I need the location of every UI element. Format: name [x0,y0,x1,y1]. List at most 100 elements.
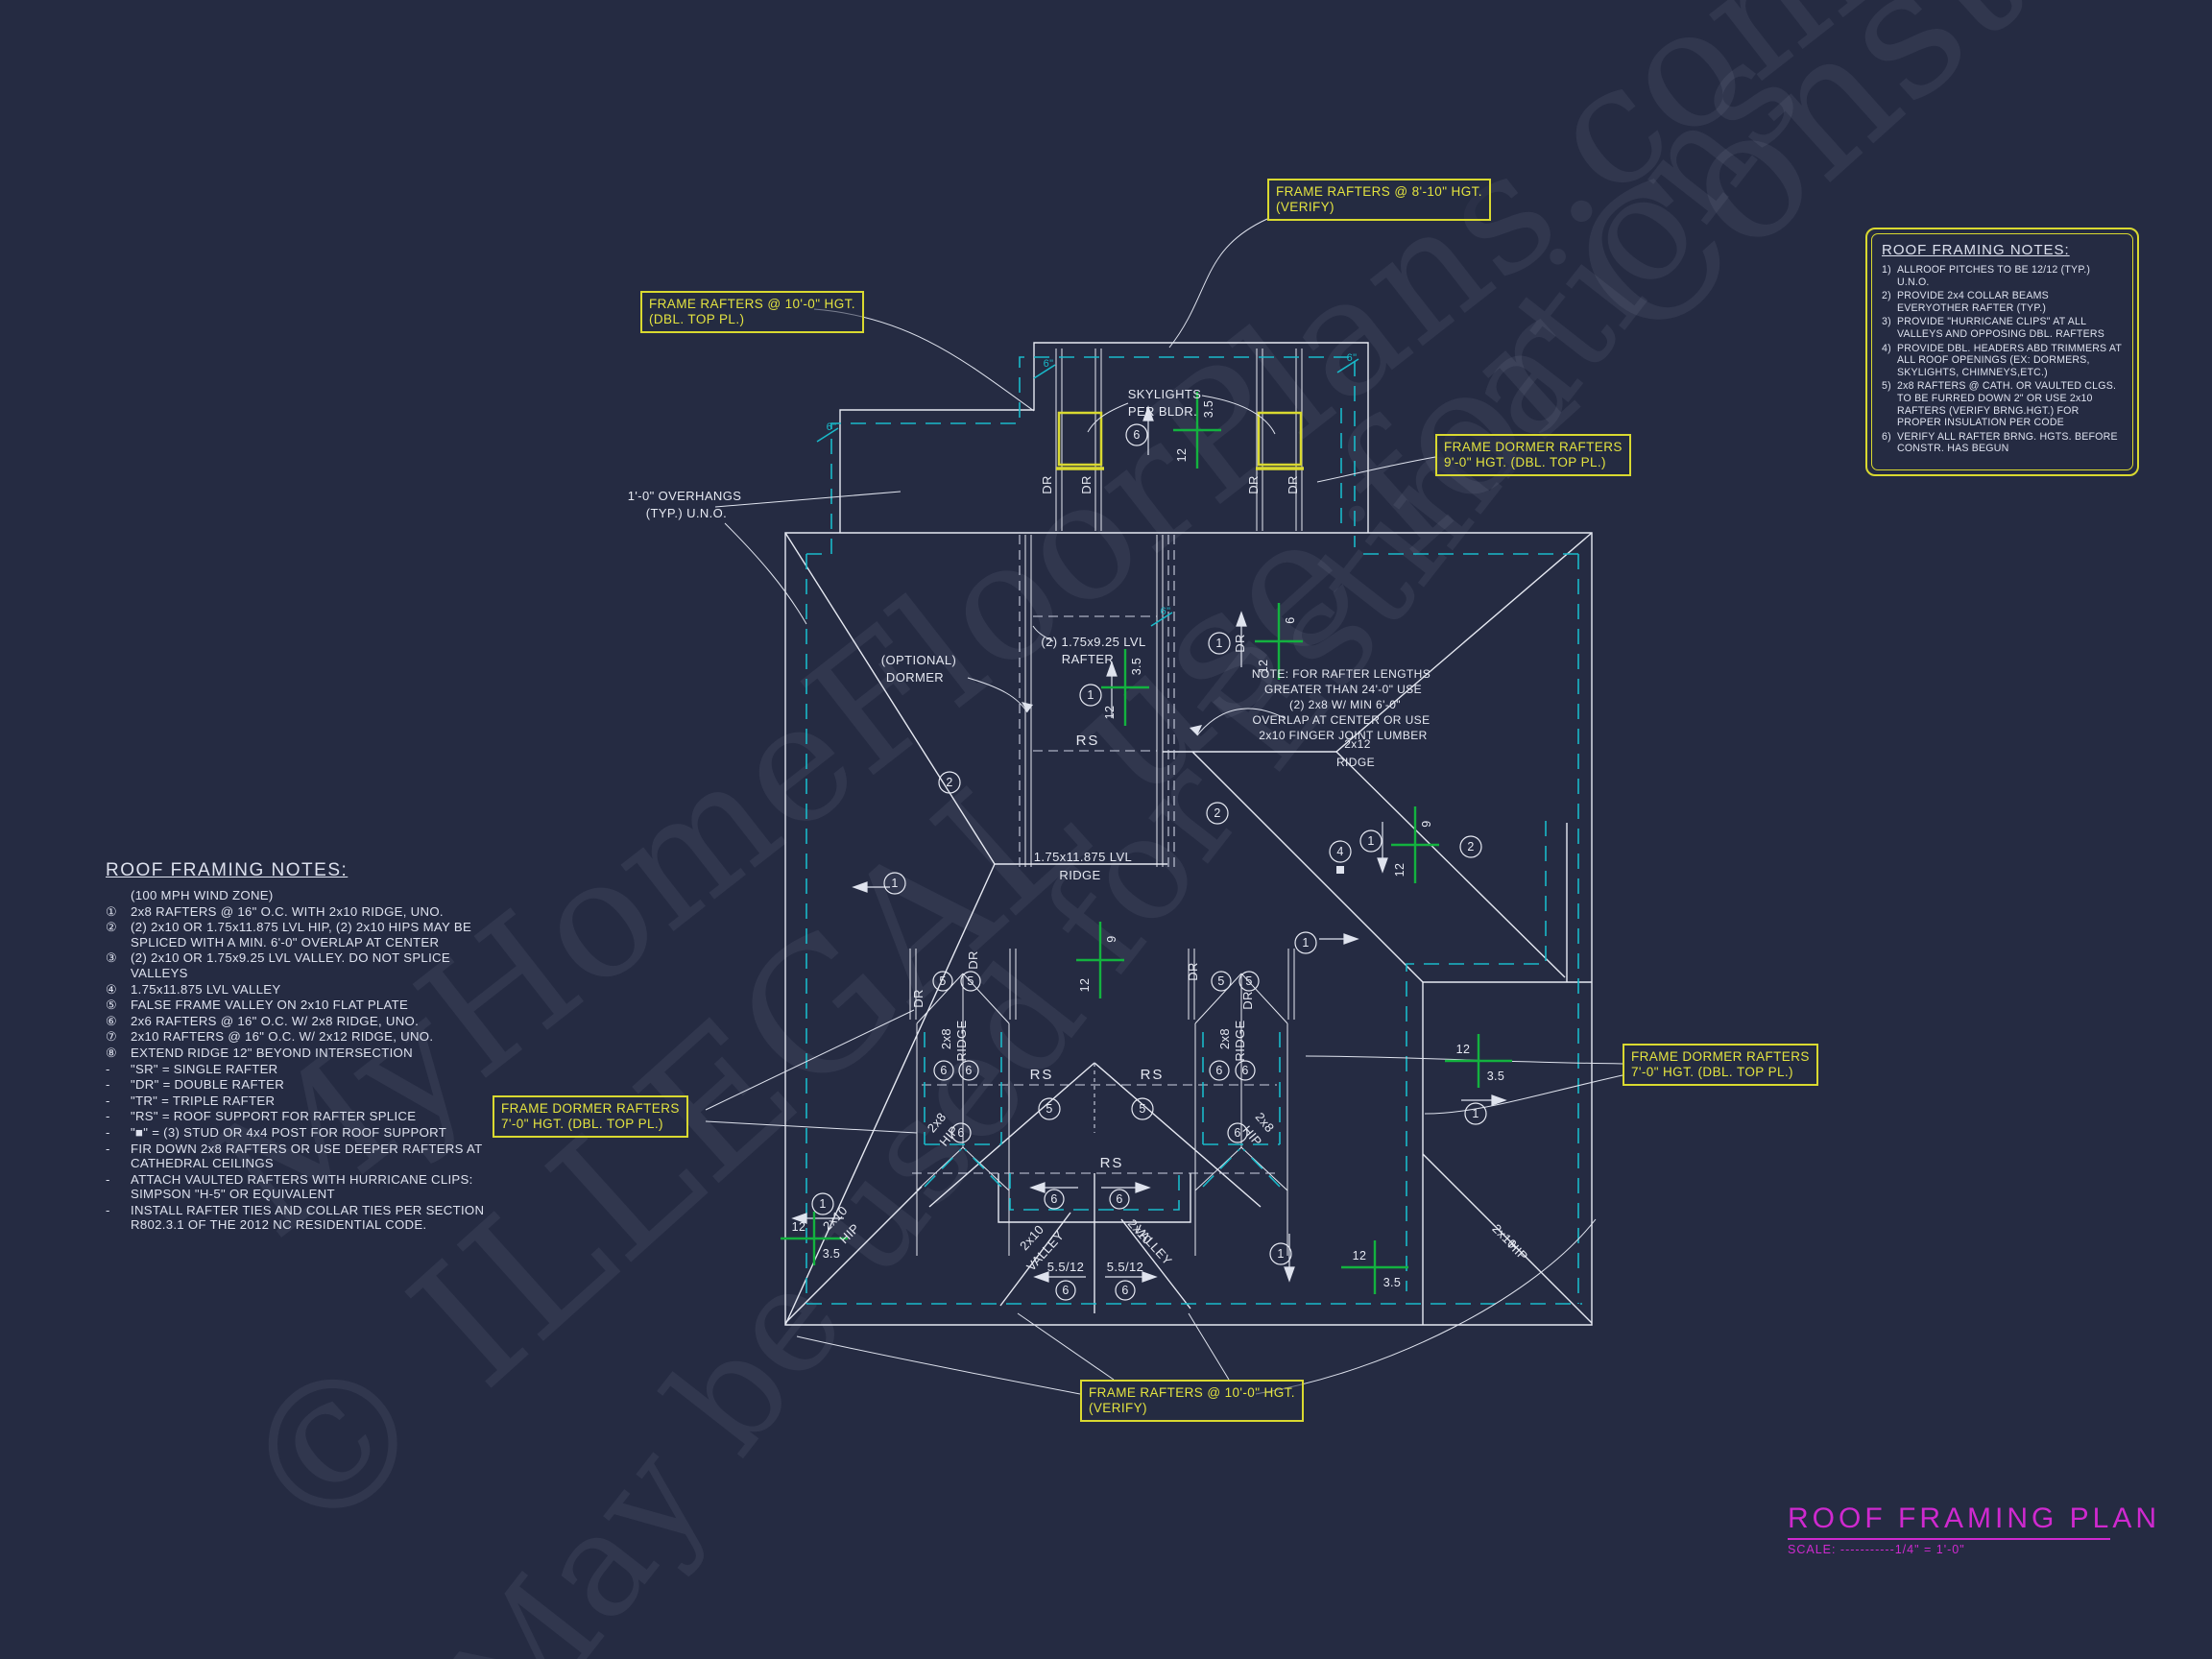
circle-marker: 1 [811,1192,834,1215]
svg-text:12: 12 [1103,706,1117,720]
svg-text:1: 1 [1277,1247,1284,1261]
roof-framing-notes-right: ROOF FRAMING NOTES: 1)ALLROOF PITCHES TO… [1865,228,2139,476]
note-marker: ⑥ [106,1013,118,1028]
notes-right-title: ROOF FRAMING NOTES: [1882,242,2070,258]
circle-marker: 6 [1109,1189,1130,1210]
svg-text:2: 2 [1467,840,1474,854]
svg-text:2: 2 [1214,806,1220,820]
note-marker: ⑦ [106,1029,118,1045]
svg-text:6": 6" [1044,358,1054,370]
svg-text:9: 9 [1420,820,1433,827]
note-item: 6)VERIFY ALL RAFTER BRNG. HGTS. BEFORE C… [1882,431,2123,455]
note-marker: 4) [1882,342,1891,354]
svg-text:3.5: 3.5 [1130,658,1143,676]
circle-marker: 4 [1329,840,1352,863]
svg-text:6: 6 [1050,1192,1057,1206]
svg-text:5: 5 [1245,974,1252,988]
svg-text:5: 5 [1217,974,1224,988]
note-text: "DR" = DOUBLE RAFTER [131,1077,285,1093]
svg-text:PER BLDR.: PER BLDR. [1128,404,1197,419]
notes-left-title: ROOF FRAMING NOTES: [106,860,349,880]
svg-text:12: 12 [1175,448,1189,463]
svg-text:1: 1 [819,1197,826,1211]
svg-text:6: 6 [1234,1126,1240,1140]
svg-text:SKYLIGHTS: SKYLIGHTS [1128,387,1202,401]
note-marker: ⑤ [106,998,118,1013]
svg-text:6: 6 [1062,1284,1069,1297]
note-item: -INSTALL RAFTER TIES AND COLLAR TIES PER… [106,1203,499,1233]
callout-dormer-rafters-9-0: FRAME DORMER RAFTERS 9'-0" HGT. (DBL. TO… [1435,434,1631,476]
svg-text:RIDGE: RIDGE [1059,868,1100,882]
cyan-tick-marks [816,358,1359,627]
svg-text:1: 1 [1302,936,1309,950]
note-item: 5)2x8 RAFTERS @ CATH. OR VAULTED CLGS. T… [1882,380,2123,428]
note-item: ③(2) 2x10 OR 1.75x9.25 LVL VALLEY. DO NO… [106,950,499,980]
note-marker: - [106,1202,110,1217]
svg-text:6: 6 [1241,1064,1248,1077]
svg-text:6: 6 [965,1064,972,1077]
callout-line: 9'-0" HGT. (DBL. TOP PL.) [1444,455,1606,469]
circle-marker: 6 [933,1060,954,1081]
circle-marker: 6 [1227,1122,1248,1143]
circle-marker: 6 [1209,1060,1230,1081]
svg-text:1: 1 [1087,688,1094,702]
svg-text:1: 1 [891,877,898,890]
svg-text:2: 2 [946,776,952,789]
svg-text:(OPTIONAL): (OPTIONAL) [881,653,956,667]
callout-line: FRAME DORMER RAFTERS [1631,1049,1810,1064]
svg-text:3.5: 3.5 [1487,1070,1505,1083]
svg-text:DR: DR [1240,991,1255,1010]
note-item: -"RS" = ROOF SUPPORT FOR RAFTER SPLICE [106,1109,499,1124]
note-marker: ② [106,920,118,935]
circle-marker: 6 [1125,423,1148,446]
leader-arrowheads [1022,702,1202,735]
note-text: PROVIDE 2x4 COLLAR BEAMS EVERYOTHER RAFT… [1897,290,2049,314]
note-marker: - [106,1077,110,1093]
circle-marker: 6 [958,1060,979,1081]
svg-text:1.75x11.875 LVL: 1.75x11.875 LVL [1034,850,1132,864]
note-text: ATTACH VAULTED RAFTERS WITH HURRICANE CL… [131,1171,473,1202]
pitch-cross-labels: 12 3.5 12 3.5 12 6 12 9 12 9 12 3.5 12 3… [792,400,1505,1289]
note-text: PROVIDE "HURRICANE CLIPS" AT ALL VALLEYS… [1897,316,2104,340]
svg-text:5: 5 [967,974,974,988]
callout-dormer-rafters-7-0-right: FRAME DORMER RAFTERS 7'-0" HGT. (DBL. TO… [1623,1044,1818,1086]
svg-text:RIDGE: RIDGE [1336,756,1375,769]
roof-post-symbol [1336,866,1344,874]
note-text: PROVIDE DBL. HEADERS ABD TRIMMERS AT ALL… [1897,342,2122,378]
note-item: 1)ALLROOF PITCHES TO BE 12/12 (TYP.) U.N… [1882,264,2123,288]
svg-text:2x12: 2x12 [1344,737,1371,751]
circle-marker: 6 [1044,1189,1065,1210]
note-marker: - [106,1141,110,1156]
callout-line: (DBL. TOP PL.) [649,312,745,326]
svg-text:12: 12 [1078,978,1092,993]
callout-line: 7'-0" HGT. (DBL. TOP PL.) [1631,1065,1793,1079]
note-marker [106,888,131,903]
svg-text:6": 6" [1347,352,1358,364]
note-text: (100 MPH WIND ZONE) [131,888,274,902]
circle-marker: 1 [883,872,906,895]
svg-text:12: 12 [1393,863,1407,878]
note-text: VERIFY ALL RAFTER BRNG. HGTS. BEFORE CON… [1897,430,2118,455]
svg-text:(2) 2x8 W/ MIN 6'-0": (2) 2x8 W/ MIN 6'-0" [1289,698,1401,711]
note-text: FIR DOWN 2x8 RAFTERS OR USE DEEPER RAFTE… [131,1141,483,1171]
note-marker: ④ [106,981,118,997]
circle-marker: 6 [1115,1280,1136,1301]
svg-text:6": 6" [1161,606,1171,617]
plan-text-labels: SKYLIGHTS PER BLDR. 1'-0" OVERHANGS (TYP… [628,387,1531,1274]
notes-right-inner-border: ROOF FRAMING NOTES: 1)ALLROOF PITCHES TO… [1871,233,2133,470]
svg-text:6: 6 [1215,1064,1222,1077]
svg-text:5: 5 [1046,1102,1052,1116]
svg-text:5: 5 [939,974,946,988]
note-item: (100 MPH WIND ZONE) [106,888,499,903]
circle-marker: 5 [1238,971,1260,992]
svg-text:12: 12 [1257,660,1270,674]
rafter-pair-lines [909,349,1303,1256]
note-item: 4) PROVIDE DBL. HEADERS ABD TRIMMERS AT A… [1882,343,2123,379]
note-item: -ATTACH VAULTED RAFTERS WITH HURRICANE C… [106,1172,499,1202]
svg-text:6: 6 [1284,616,1297,623]
svg-text:1: 1 [1472,1107,1479,1120]
note-text: "SR" = SINGLE RAFTER [131,1061,278,1076]
